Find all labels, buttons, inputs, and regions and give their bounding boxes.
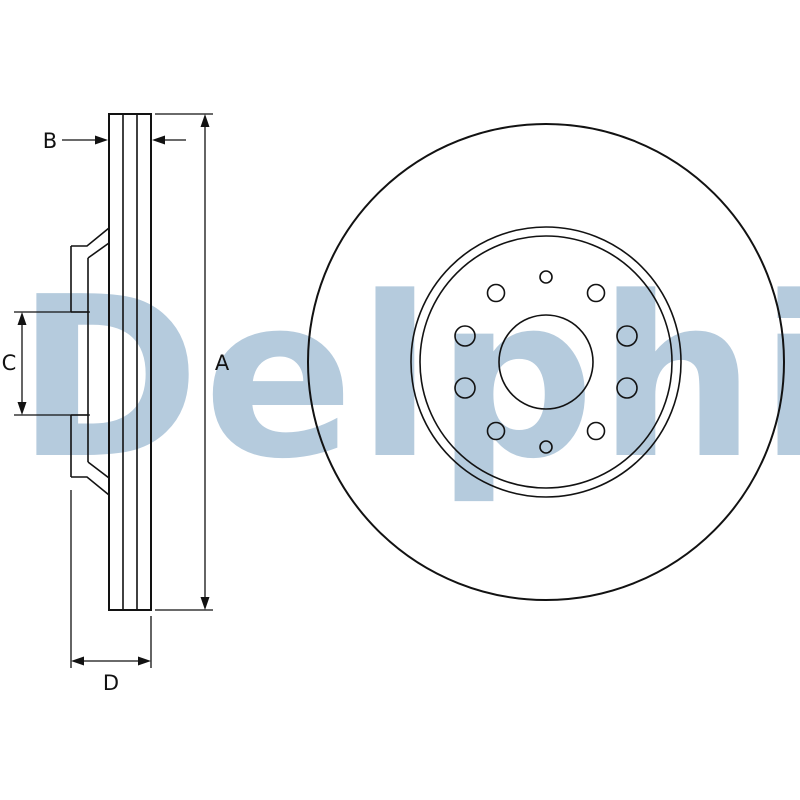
bolt-hole (539, 440, 553, 454)
bolt-hole (486, 421, 506, 441)
section-vent-lines (122, 114, 138, 610)
bolt-hole (586, 283, 606, 303)
bolt-holes (454, 270, 638, 454)
dimension-label-b: B (43, 129, 57, 153)
dimension-c: C (2, 311, 90, 416)
watermark-text: Delphi (16, 250, 800, 508)
section-hat (70, 227, 110, 496)
dimension-a: A (155, 113, 230, 611)
dimension-label-a: A (215, 351, 230, 375)
bolt-hole (454, 325, 476, 347)
dimension-d: D (70, 490, 152, 695)
dimension-label-d: D (103, 671, 119, 695)
bolt-hole (454, 377, 476, 399)
bolt-hole (486, 283, 506, 303)
section-view: A B C (2, 113, 230, 695)
bolt-hole (539, 270, 553, 284)
dimension-b: B (43, 129, 186, 153)
bolt-hole (616, 325, 638, 347)
bolt-hole (616, 377, 638, 399)
dimension-label-c: C (2, 351, 17, 375)
center-bore-circle (498, 314, 594, 410)
hub-ring-inner-circle (419, 235, 673, 489)
bolt-hole (586, 421, 606, 441)
hub-ring-outer-circle (410, 226, 682, 498)
front-view (307, 123, 785, 601)
disc-outer-circle (307, 123, 785, 601)
section-disc-outline (108, 113, 152, 611)
